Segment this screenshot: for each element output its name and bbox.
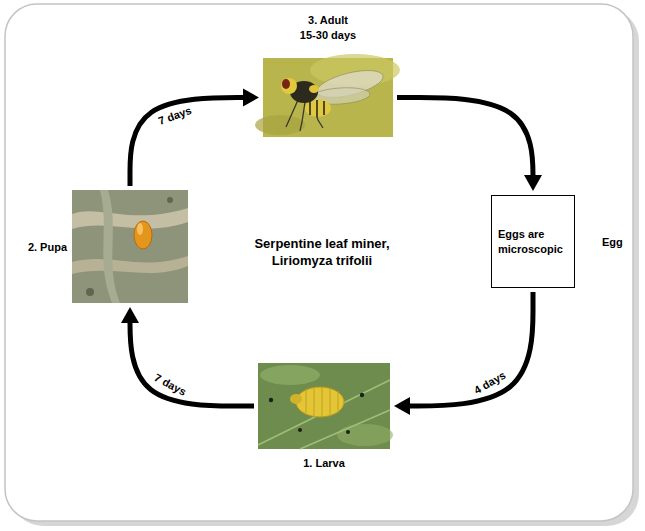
- pupa-photo: [72, 190, 188, 303]
- frame: [5, 4, 633, 521]
- stage-label: 15-30 days: [300, 28, 356, 42]
- box-text: Eggs are microscopic: [498, 227, 568, 256]
- stage-label-group: 3. Adult15-30 days: [300, 13, 356, 42]
- cycle-arrow: [397, 98, 542, 192]
- arrow-head: [121, 307, 139, 323]
- arrow-head: [243, 89, 259, 107]
- larva-stage: 1. Larva: [258, 363, 390, 449]
- diagram-title: Serpentine leaf miner, Liriomyza trifoli…: [232, 236, 412, 270]
- stage-label: Egg: [602, 234, 623, 248]
- cycle-arrow: [130, 89, 259, 187]
- egg-box: Eggs are microscopicEgg: [491, 195, 575, 288]
- duration-label: 7 days: [150, 370, 190, 399]
- stage-label-group: 1. Larva: [303, 456, 345, 470]
- arrow-line: [130, 98, 259, 187]
- duration-label: 4 days: [470, 368, 510, 398]
- arrow-head: [524, 175, 542, 191]
- stage-label: 2. Pupa: [28, 239, 67, 253]
- cycle-arrow: [394, 292, 533, 415]
- duration-label: 7 days: [155, 104, 195, 129]
- stage-label: 1. Larva: [303, 456, 345, 470]
- adult-photo: [255, 54, 400, 137]
- pupa-stage: 2. Pupa: [72, 190, 188, 303]
- larva-photo: [258, 363, 393, 449]
- stage-label-group: Egg: [602, 234, 623, 248]
- arrow-line: [130, 307, 254, 406]
- arrow-line: [397, 98, 533, 192]
- arrow-head: [394, 397, 410, 415]
- stage-label: 3. Adult: [300, 13, 356, 27]
- adult-stage: 3. Adult15-30 days: [263, 58, 393, 137]
- stage-label-group: 2. Pupa: [28, 239, 67, 253]
- cycle-arrow: [121, 307, 254, 406]
- arrow-line: [394, 292, 533, 406]
